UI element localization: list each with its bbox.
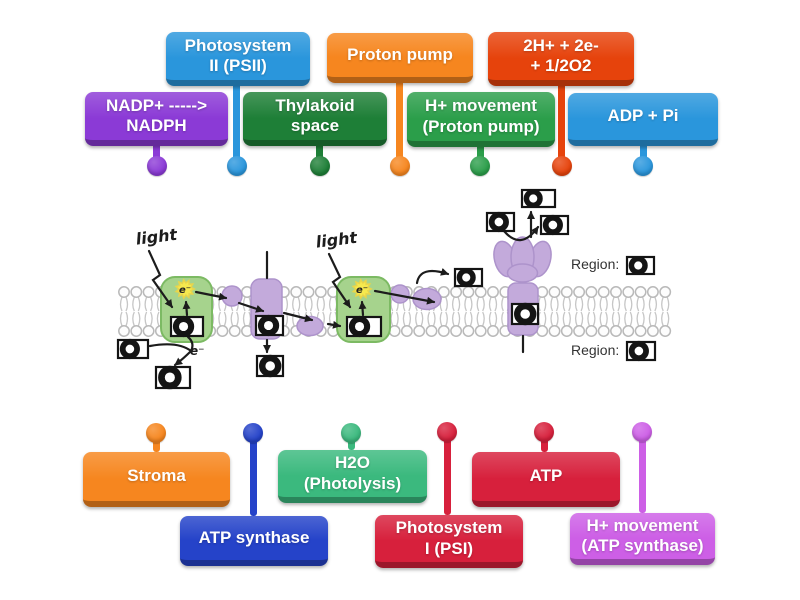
pin-photosystem-ii[interactable] (227, 156, 247, 176)
image-placeholder-icon (625, 340, 657, 362)
pin-atp-synthase[interactable] (243, 423, 263, 443)
pin-h2-2e-half-o2[interactable] (552, 156, 572, 176)
image-placeholder-icon (453, 267, 484, 288)
label-photosystem-ii[interactable]: Photosystem II (PSII) (166, 32, 310, 86)
light-label: light (315, 228, 360, 252)
light-label: light (135, 225, 180, 249)
pin-stem-adp-pi (640, 142, 647, 166)
image-placeholder-icon (510, 302, 540, 326)
pin-stem-photosystem-ii (233, 80, 240, 166)
pin-stem-atp-synthase (250, 433, 257, 516)
pin-stem-photosystem-i (444, 432, 451, 515)
electron-label-flow: e⁻ (190, 344, 204, 358)
pin-nadp-nadph[interactable] (147, 156, 167, 176)
image-placeholder-icon (254, 314, 285, 337)
light-bolt-arrow (147, 249, 174, 309)
image-placeholder-icon (625, 255, 656, 276)
electron-label-psi: e⁻ (356, 285, 368, 296)
pin-thylakoid-space[interactable] (310, 156, 330, 176)
pin-stem-h-movement-atp-synthase (639, 432, 646, 513)
label-atp[interactable]: ATP (472, 452, 620, 507)
label-atp-synthase[interactable]: ATP synthase (180, 516, 328, 566)
image-placeholder-icon (116, 338, 150, 360)
pin-stroma[interactable] (146, 423, 166, 443)
label-nadp-nadph[interactable]: NADP+ -----> NADPH (85, 92, 228, 146)
label-adp-pi[interactable]: ADP + Pi (568, 93, 718, 146)
pin-stem-h2-2e-half-o2 (558, 80, 565, 166)
image-placeholder-icon (520, 188, 557, 209)
pin-stem-h-movement-proton-pump (477, 143, 484, 166)
region-label-bottom: Region: (571, 342, 619, 358)
pin-h-movement-proton-pump[interactable] (470, 156, 490, 176)
label-h2o-photolysis[interactable]: H2O (Photolysis) (278, 450, 427, 503)
electron-starburst (351, 278, 373, 300)
image-placeholder-icon (255, 354, 285, 378)
pin-h2o-photolysis[interactable] (341, 423, 361, 443)
label-h-movement-atp-synthase[interactable]: H+ movement (ATP synthase) (570, 513, 715, 565)
electron-starburst (174, 278, 196, 300)
pin-proton-pump[interactable] (390, 156, 410, 176)
pin-h-movement-atp-synthase[interactable] (632, 422, 652, 442)
pin-photosystem-i[interactable] (437, 422, 457, 442)
label-stroma[interactable]: Stroma (83, 452, 230, 507)
label-proton-pump[interactable]: Proton pump (327, 33, 473, 83)
electron-label-psii: e⁻ (179, 285, 191, 296)
image-placeholder-icon (154, 365, 192, 390)
pin-stem-atp (541, 432, 548, 452)
label-h-movement-proton-pump[interactable]: H+ movement (Proton pump) (407, 92, 555, 147)
electron-starbursts (174, 278, 373, 300)
image-placeholder-icon (485, 211, 516, 233)
label-h2-2e-half-o2[interactable]: 2H+ + 2e- + 1/2O2 (488, 32, 634, 86)
label-thylakoid-space[interactable]: Thylakoid space (243, 92, 387, 146)
image-placeholder-icon (345, 315, 383, 338)
light-bolt-arrow (327, 252, 352, 309)
image-placeholder-icon (169, 315, 205, 338)
electron-flow-arrows (147, 210, 540, 367)
image-placeholder-icon (539, 214, 570, 236)
pin-atp[interactable] (534, 422, 554, 442)
label-photosystem-i[interactable]: Photosystem I (PSI) (375, 515, 523, 568)
pin-stem-thylakoid-space (316, 142, 323, 166)
pin-stem-nadp-nadph (153, 142, 160, 166)
region-label-top: Region: (571, 256, 619, 272)
pin-stem-proton-pump (396, 78, 403, 166)
pin-adp-pi[interactable] (633, 156, 653, 176)
